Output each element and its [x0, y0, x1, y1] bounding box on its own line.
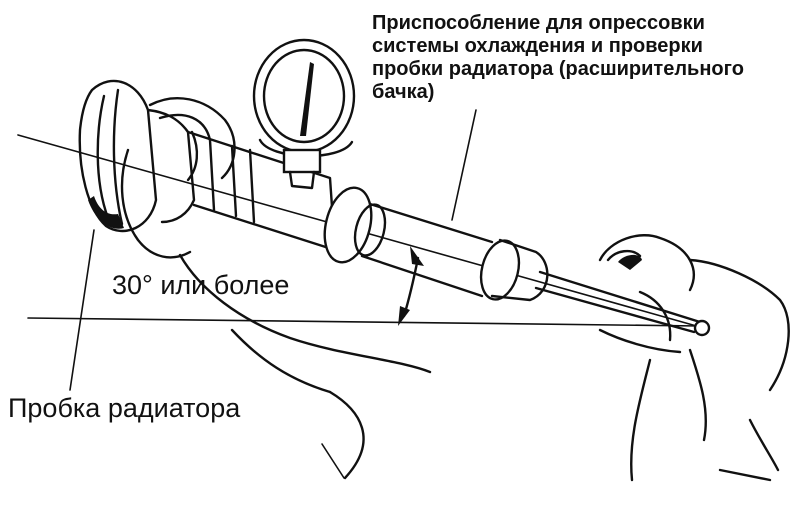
pressure-gauge [252, 38, 356, 190]
left-hand [120, 97, 432, 480]
radiator-cap-label: Пробка радиатора [8, 393, 241, 423]
tool-label-line-2: системы охлаждения и проверки [372, 35, 703, 57]
angle-arrow [398, 246, 424, 326]
tool-leader-line [451, 109, 477, 221]
tool-label-line-1: Приспособление для опрессовки [372, 12, 705, 34]
tool-label-line-3: пробки радиатора (расширительного [372, 58, 744, 80]
angle-label: 30° или более [112, 270, 290, 300]
radiator-cap [78, 79, 196, 233]
right-hand [598, 234, 790, 482]
stroke-mark [321, 443, 345, 479]
pump-cylinder [360, 202, 711, 337]
cap-leader-line [69, 229, 95, 391]
tool-label-line-4: бачка) [372, 81, 435, 103]
horizontal-reference-line [27, 317, 701, 327]
tool-label: Приспособление для опрессовки системы ох… [372, 12, 744, 104]
